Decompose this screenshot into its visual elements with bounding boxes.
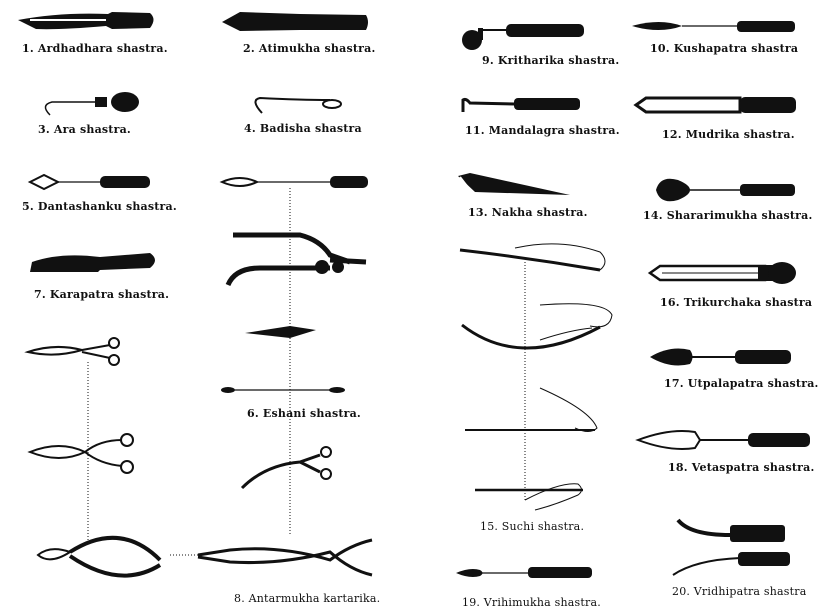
suchi-needle-2 bbox=[461, 303, 613, 350]
label-dantashanku: 5. Dantashanku shastra. bbox=[22, 200, 177, 213]
trikurchaka-shastra-drawing bbox=[647, 262, 796, 284]
dantashanku-shastra-drawing bbox=[27, 173, 150, 191]
label-vrihimukha: 19. Vrihimukha shastra. bbox=[462, 596, 601, 609]
kritharika-shastra-drawing bbox=[462, 24, 584, 50]
mandalagra-shastra-drawing bbox=[461, 97, 580, 112]
label-eshani: 6. Eshani shastra. bbox=[247, 407, 361, 420]
vridhipatra-shastra-drawing bbox=[672, 518, 790, 576]
label-nakha: 13. Nakha shastra. bbox=[468, 206, 588, 219]
forceps-drawing bbox=[225, 232, 367, 287]
label-suchi: 15. Suchi shastra. bbox=[480, 520, 585, 533]
suchi-needle-4 bbox=[475, 483, 583, 511]
eshani-probe-drawing bbox=[221, 387, 345, 393]
karapatra-shastra-drawing bbox=[30, 253, 155, 272]
label-kritharika: 9. Kritharika shastra. bbox=[482, 54, 620, 67]
label-antarmukha: 8. Antarmukha kartarika. bbox=[234, 592, 381, 605]
scissors-drawing-1 bbox=[24, 337, 120, 540]
antarmukha-kartarika-drawing-1 bbox=[36, 535, 162, 578]
label-vridhipatra: 20. Vridhipatra shastra bbox=[672, 585, 807, 598]
label-mandalagra: 11. Mandalagra shastra. bbox=[465, 124, 620, 137]
label-ardhadhara: 1. Ardhadhara shastra. bbox=[22, 42, 168, 55]
vrihimukha-shastra-drawing bbox=[456, 567, 592, 578]
label-utpalapatra: 17. Utpalapatra shastra. bbox=[664, 377, 819, 390]
ara-shastra-drawing bbox=[44, 92, 139, 116]
kushapatra-shastra-drawing bbox=[632, 21, 795, 32]
label-badisha: 4. Badisha shastra bbox=[244, 122, 362, 135]
nakha-shastra-drawing bbox=[458, 173, 570, 195]
curved-scissors-drawing bbox=[240, 446, 332, 490]
shararimukha-shastra-drawing bbox=[656, 178, 795, 202]
label-vetaspatra: 18. Vetaspatra shastra. bbox=[668, 461, 815, 474]
mudrika-shastra-drawing bbox=[633, 96, 796, 114]
label-ara: 3. Ara shastra. bbox=[38, 123, 131, 136]
suchi-needle-3 bbox=[465, 387, 598, 432]
eshani-blade-drawing bbox=[245, 326, 316, 338]
label-karapatra: 7. Karapatra shastra. bbox=[34, 288, 170, 301]
label-kushapatra: 10. Kushapatra shastra bbox=[650, 42, 799, 55]
utpalapatra-shastra-drawing bbox=[650, 348, 791, 366]
label-mudrika: 12. Mudrika shastra. bbox=[662, 128, 795, 141]
suchi-needle-1 bbox=[459, 243, 606, 500]
label-atimukha: 2. Atimukha shastra. bbox=[243, 42, 376, 55]
vetaspatra-shastra-drawing bbox=[635, 430, 810, 450]
eshani-shastra-drawing bbox=[219, 176, 368, 535]
antarmukha-kartarika-drawing-2 bbox=[170, 538, 373, 577]
label-shararimukha: 14. Shararimukha shastra. bbox=[643, 209, 813, 222]
atimukha-shastra-drawing bbox=[222, 12, 368, 31]
badisha-shastra-drawing bbox=[254, 96, 342, 114]
label-trikurchaka: 16. Trikurchaka shastra bbox=[660, 296, 813, 309]
scissors-drawing-2 bbox=[27, 433, 134, 474]
